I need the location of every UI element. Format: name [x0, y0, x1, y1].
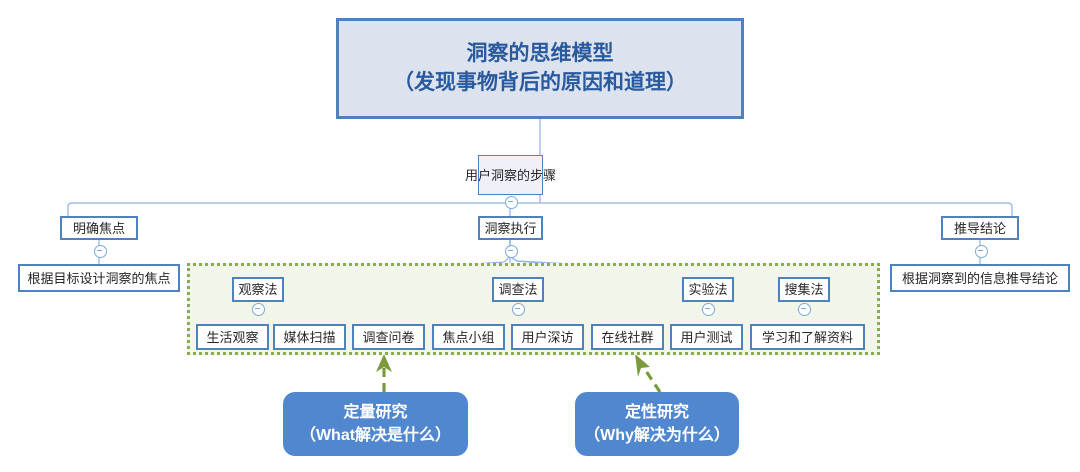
- callout-quantitative-research[interactable]: 定量研究 （What解决是什么）: [283, 392, 468, 456]
- arrowhead-qualitative: [635, 354, 650, 377]
- leaf-user-testing[interactable]: 用户测试: [670, 324, 743, 350]
- detail-clarify-focus[interactable]: 根据目标设计洞察的焦点: [18, 264, 180, 292]
- collapse-handle-survey[interactable]: [512, 303, 525, 316]
- collapse-handle-branch-3[interactable]: [975, 245, 988, 258]
- leaf-focus-group[interactable]: 焦点小组: [432, 324, 505, 350]
- leaf-study-materials[interactable]: 学习和了解资料: [750, 324, 865, 350]
- method-experiment[interactable]: 实验法: [682, 277, 734, 302]
- leaf-questionnaire[interactable]: 调查问卷: [352, 324, 425, 350]
- leaf-media-scan[interactable]: 媒体扫描: [273, 324, 346, 350]
- node-user-insight-steps[interactable]: 用户洞察的步骤: [465, 155, 556, 195]
- branch-clarify-focus[interactable]: 明确焦点: [60, 216, 138, 240]
- root-title-line1: 洞察的思维模型: [466, 42, 614, 66]
- root-title-node[interactable]: 洞察的思维模型 （发现事物背后的原因和道理）: [336, 18, 744, 119]
- detail-derive-conclusion[interactable]: 根据洞察到的信息推导结论: [890, 264, 1070, 292]
- branch-derive-conclusion[interactable]: 推导结论: [941, 216, 1019, 240]
- method-observation[interactable]: 观察法: [232, 277, 284, 302]
- method-collection[interactable]: 搜集法: [778, 277, 830, 302]
- collapse-handle-branch-1[interactable]: [94, 245, 107, 258]
- leaf-user-interview[interactable]: 用户深访: [511, 324, 584, 350]
- callout-qualitative-line1: 定性研究: [624, 403, 689, 421]
- collapse-handle-collection[interactable]: [798, 303, 811, 316]
- method-survey[interactable]: 调查法: [492, 277, 544, 302]
- collapse-handle-observation[interactable]: [252, 303, 265, 316]
- collapse-handle-level2[interactable]: [505, 196, 518, 209]
- branch-insight-execution[interactable]: 洞察执行: [478, 216, 543, 240]
- callout-quantitative-line2: （What解决是什么）: [299, 427, 452, 444]
- root-title-line2: （发现事物背后的原因和道理）: [393, 70, 687, 94]
- leaf-online-community[interactable]: 在线社群: [591, 324, 664, 350]
- callout-quantitative-line1: 定量研究: [343, 403, 408, 421]
- leaf-life-observation[interactable]: 生活观察: [196, 324, 269, 350]
- callout-qualitative-line2: （Why解决为什么）: [584, 427, 730, 444]
- collapse-handle-experiment[interactable]: [702, 303, 715, 316]
- arrowhead-quantitative: [376, 354, 392, 372]
- collapse-handle-branch-2[interactable]: [505, 245, 518, 258]
- callout-qualitative-research[interactable]: 定性研究 （Why解决为什么）: [575, 392, 739, 456]
